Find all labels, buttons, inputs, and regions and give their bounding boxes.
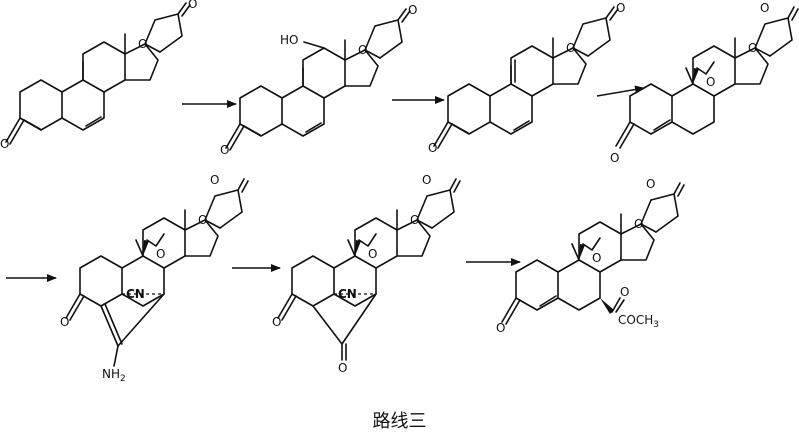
oxygen-label: O — [188, 0, 197, 11]
oxygen-label: O — [428, 141, 437, 155]
oxygen-label: O — [620, 285, 629, 299]
oxygen-label: O — [358, 43, 367, 57]
hydroxyl-label: HO — [280, 33, 298, 47]
oxygen-label: O — [272, 315, 281, 329]
epoxide-oxygen-label: O — [156, 247, 165, 261]
oxygen-label: O — [210, 173, 219, 187]
molecule-5: O O O O CN NH2 — [60, 173, 249, 384]
molecule-4: O O O O — [610, 1, 799, 165]
reaction-arrow — [596, 85, 645, 97]
epoxide-oxygen-label: O — [706, 75, 715, 89]
oxygen-label: O — [60, 315, 69, 329]
oxygen-label: O — [610, 151, 619, 165]
epoxide-oxygen-label: O — [368, 247, 377, 261]
oxygen-label: O — [634, 217, 643, 231]
molecule-7: O O O O O COCH3 — [496, 177, 685, 335]
oxygen-label: O — [748, 41, 757, 55]
scheme-caption: 路线三 — [372, 411, 427, 432]
amine-label: NH2 — [102, 367, 126, 384]
oxygen-label: O — [410, 213, 419, 227]
oxygen-label: O — [0, 137, 9, 151]
molecule-6: O O O O CN O — [272, 173, 461, 375]
nitrile-label: CN — [338, 287, 357, 301]
oxygen-label: O — [220, 143, 229, 157]
oxygen-label: O — [138, 37, 147, 51]
oxygen-label: O — [760, 1, 769, 15]
oxygen-label: O — [198, 213, 207, 227]
molecule-3: O O O — [428, 1, 625, 155]
oxygen-label: O — [646, 177, 655, 191]
oxygen-label: O — [616, 1, 625, 15]
oxygen-label: O — [422, 173, 431, 187]
epoxide-oxygen-label: O — [592, 251, 601, 265]
oxygen-label: O — [338, 361, 347, 375]
methyl-ester-label: COCH3 — [618, 313, 659, 330]
molecule-2: O O O HO — [220, 3, 417, 157]
molecule-1: O O O — [0, 0, 197, 151]
oxygen-label: O — [566, 41, 575, 55]
nitrile-label: CN — [126, 287, 145, 301]
oxygen-label: O — [496, 321, 505, 335]
oxygen-label: O — [408, 3, 417, 17]
